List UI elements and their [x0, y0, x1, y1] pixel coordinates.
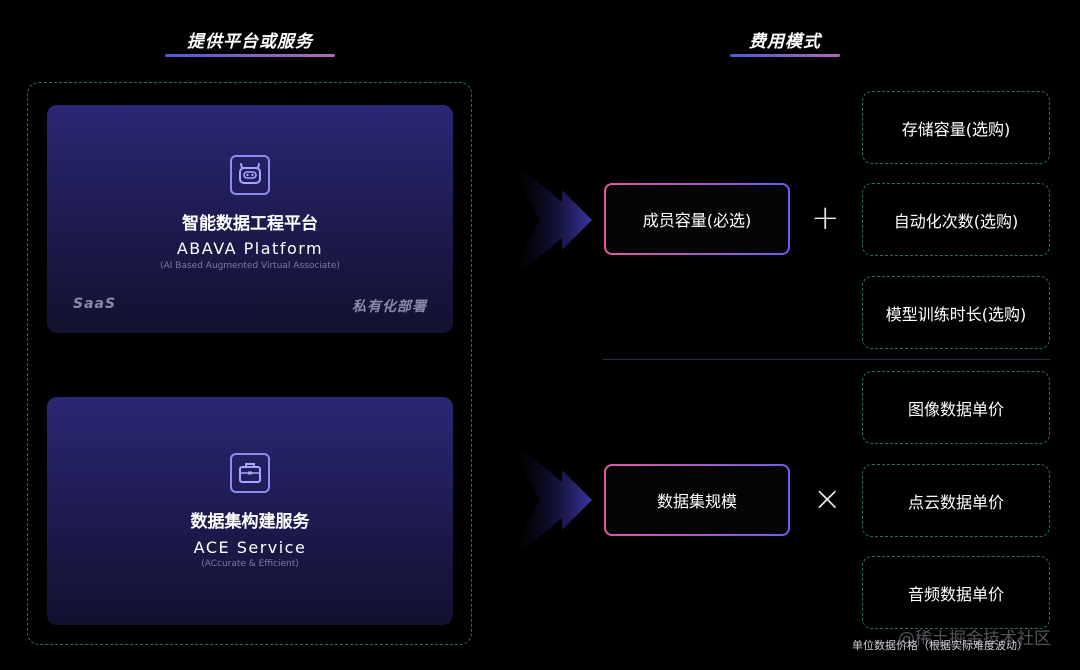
heading-underline [165, 54, 335, 57]
option-image-price: 图像数据单价 [862, 371, 1050, 444]
option-label: 存储容量(选购) [901, 119, 1011, 139]
dataset-scale-box: 数据集规模 [604, 464, 790, 536]
option-label: 音频数据单价 [907, 584, 1004, 604]
service-title: 数据集构建服务 [190, 512, 310, 532]
option-label: 图像数据单价 [907, 399, 1004, 419]
heading-pricing-text: 费用模式 [749, 32, 821, 52]
option-pointcloud-price: 点云数据单价 [862, 464, 1050, 537]
platform-card: 智能数据工程平台 ABAVA Platform (AI Based Augmen… [47, 105, 453, 333]
platform-title: 智能数据工程平台 [182, 214, 318, 234]
saas-tag: SaaS [73, 296, 117, 312]
dataset-scale-label: 数据集规模 [656, 492, 737, 511]
service-subtitle: ACE Service [193, 538, 307, 557]
briefcase-icon [230, 453, 270, 493]
option-training-time: 模型训练时长(选购) [862, 276, 1050, 349]
heading-pricing: 费用模式 [730, 27, 840, 57]
heading-platform: 提供平台或服务 [165, 27, 335, 57]
option-automation: 自动化次数(选购) [862, 183, 1050, 256]
watermark: @稀土掘金技术社区 [898, 629, 1051, 649]
platform-subtitle: ABAVA Platform [176, 239, 324, 258]
arrow-right-icon [505, 435, 592, 565]
robot-icon [230, 155, 270, 195]
heading-platform-text: 提供平台或服务 [187, 32, 313, 52]
heading-underline [730, 54, 840, 57]
option-label: 模型训练时长(选购) [885, 304, 1027, 324]
option-storage: 存储容量(选购) [862, 91, 1050, 164]
private-deploy-tag: 私有化部署 [352, 299, 427, 315]
services-group-border [27, 82, 472, 645]
platform-note: (AI Based Augmented Virtual Associate) [160, 261, 340, 271]
arrow-right-icon [505, 155, 592, 285]
plus-icon: + [811, 198, 840, 238]
member-capacity-box: 成员容量(必选) [604, 183, 790, 255]
member-capacity-label: 成员容量(必选) [642, 211, 752, 230]
option-audio-price: 音频数据单价 [862, 556, 1050, 629]
option-label: 点云数据单价 [907, 492, 1004, 512]
option-label: 自动化次数(选购) [893, 211, 1019, 231]
service-note: (ACcurate & Efficient) [201, 559, 299, 569]
service-card: 数据集构建服务 ACE Service (ACcurate & Efficien… [47, 397, 453, 625]
multiply-icon: × [813, 479, 842, 519]
footnote: 单位数据价格（根据实际难度波动） [852, 639, 1028, 652]
section-divider [603, 359, 1050, 360]
